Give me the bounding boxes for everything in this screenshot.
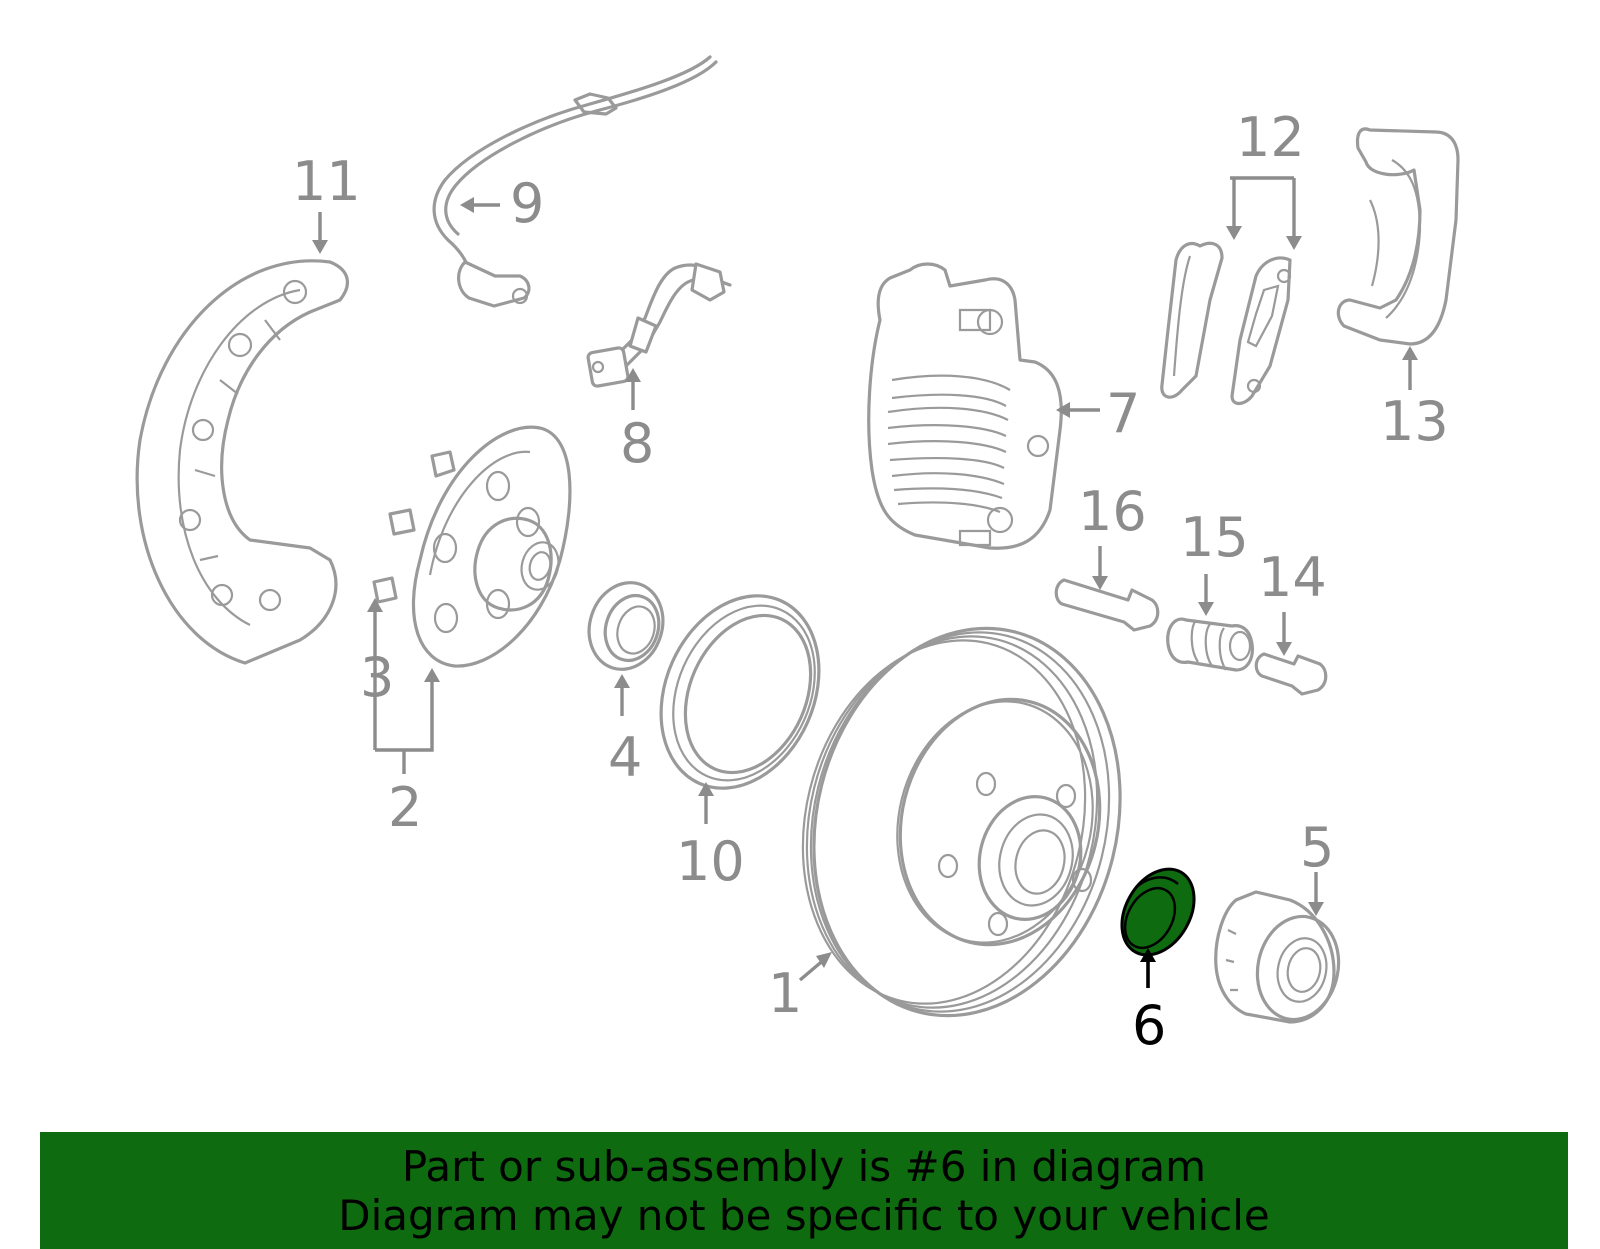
callout-5: 5 — [1300, 816, 1334, 879]
banner-line-1: Part or sub-assembly is #6 in diagram — [401, 1142, 1207, 1191]
part-7-caliper — [867, 262, 1063, 550]
callout-6: 6 — [1132, 994, 1166, 1057]
callout-4: 4 — [608, 726, 642, 789]
callout-11: 11 — [292, 150, 361, 213]
banner-line-2: Diagram may not be specific to your vehi… — [338, 1191, 1270, 1240]
part-6-seal-highlighted — [1120, 867, 1196, 957]
callout-14: 14 — [1258, 546, 1327, 609]
part-4-seal — [587, 581, 665, 671]
callout-16: 16 — [1078, 480, 1147, 543]
part-12-brake-pads — [1160, 241, 1292, 406]
part-10-seal-ring — [659, 594, 821, 790]
part-1-rotor — [801, 626, 1122, 1018]
part-8-brake-hose — [586, 262, 732, 388]
callout-9: 9 — [510, 172, 544, 235]
callout-13: 13 — [1380, 390, 1449, 453]
part-2-hub — [372, 425, 572, 668]
part-11-dust-shield — [135, 259, 349, 665]
part-13-caliper-bracket — [1336, 127, 1460, 346]
info-banner: Part or sub-assembly is #6 in diagram Di… — [40, 1132, 1568, 1249]
leader-lines — [312, 176, 1418, 988]
part-9-wheel-speed-sensor — [432, 55, 718, 308]
callout-15: 15 — [1180, 506, 1249, 569]
callout-3: 3 — [360, 646, 394, 709]
callout-1: 1 — [768, 962, 802, 1025]
part-14-bolt — [1254, 652, 1328, 696]
callout-2: 2 — [388, 776, 422, 839]
callout-7: 7 — [1106, 382, 1140, 445]
callout-10: 10 — [676, 830, 745, 893]
callout-12: 12 — [1236, 106, 1305, 169]
callout-numbers: 11 9 8 7 12 13 16 15 14 3 2 4 10 1 5 6 — [292, 106, 1449, 1057]
callout-8: 8 — [620, 412, 654, 475]
part-15-boot — [1166, 617, 1254, 672]
part-16-bolt — [1054, 578, 1160, 632]
part-5-bearing — [1214, 890, 1341, 1024]
